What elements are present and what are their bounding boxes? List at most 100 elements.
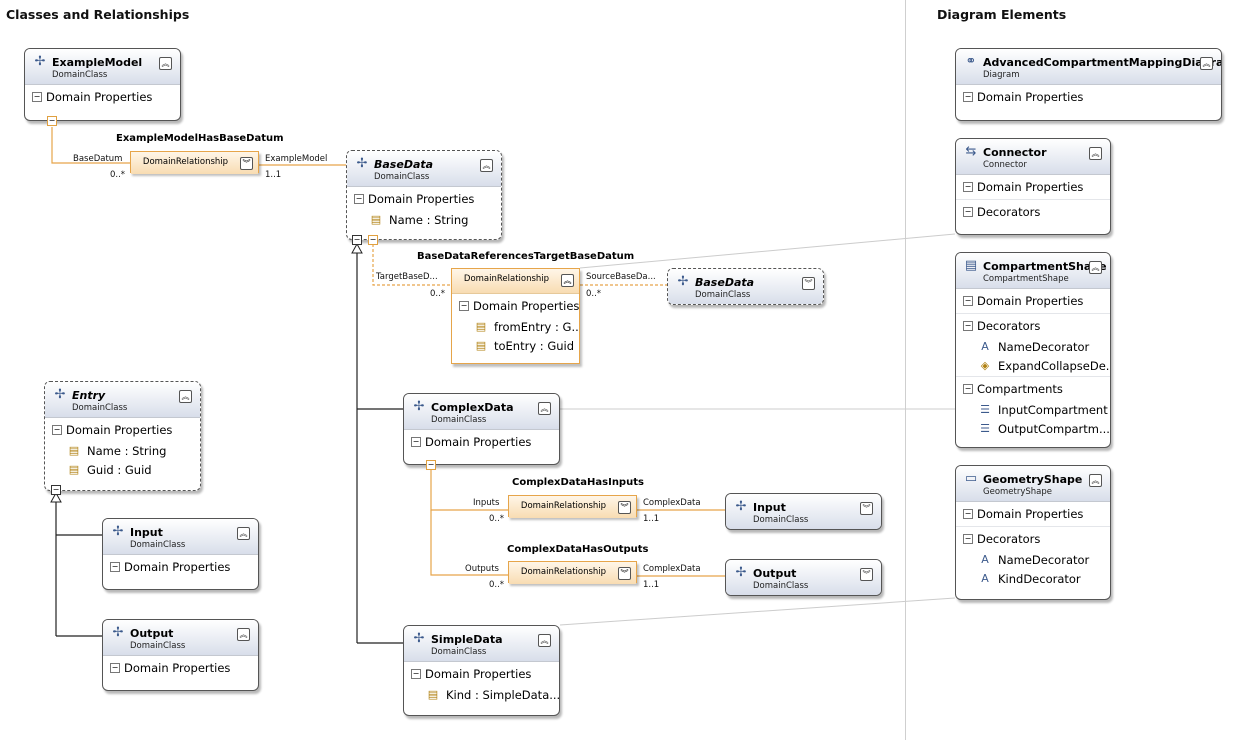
class-basedata-reference[interactable]: ✢ BaseData DomainClass ︾ <box>667 268 824 305</box>
collapse-toggle-icon[interactable]: − <box>459 301 469 311</box>
section-decorators[interactable]: −Decorators <box>956 527 1110 551</box>
collapse-chevron-icon[interactable]: ︽ <box>237 628 250 641</box>
class-examplemodel[interactable]: ✢ ExampleModel DomainClass ︽ −Domain Pro… <box>24 48 181 121</box>
section-decorators[interactable]: −Decorators <box>956 200 1110 224</box>
collapse-chevron-icon[interactable]: ︽ <box>538 634 551 647</box>
section-decorators[interactable]: −Decorators <box>956 314 1110 338</box>
class-simpledata[interactable]: ✢ SimpleData DomainClass ︽ −Domain Prope… <box>403 625 560 716</box>
section-domain-properties[interactable]: −Domain Properties <box>25 85 180 109</box>
collapse-chevron-icon[interactable]: ︽ <box>538 402 551 415</box>
property-item[interactable]: ▤Guid : Guid <box>45 461 200 480</box>
relationship-complexdatahasoutputs[interactable]: DomainRelationship︾ <box>508 561 637 584</box>
compartment-item[interactable]: ☰OutputCompartm... <box>956 420 1110 439</box>
collapse-chevron-icon[interactable]: ︽ <box>1200 57 1213 70</box>
collapse-toggle-icon[interactable]: − <box>963 321 973 331</box>
element-header[interactable]: ⚭ AdvancedCompartmentMappingDiagram Diag… <box>956 49 1221 85</box>
expand-chevron-icon[interactable]: ︾ <box>618 567 631 580</box>
collapse-chevron-icon[interactable]: ︽ <box>1089 261 1102 274</box>
class-entry[interactable]: ✢ Entry DomainClass ︽ −Domain Properties… <box>44 381 201 491</box>
section-domain-properties[interactable]: −Domain Properties <box>103 656 258 680</box>
port-examplemodel[interactable]: − <box>47 116 57 126</box>
class-header[interactable]: ✢ SimpleData DomainClass ︽ <box>404 626 559 662</box>
collapse-chevron-icon[interactable]: ︽ <box>179 390 192 403</box>
class-header[interactable]: ✢ ExampleModel DomainClass ︽ <box>25 49 180 85</box>
property-item[interactable]: ▤Kind : SimpleData... <box>404 686 559 705</box>
class-header[interactable]: ✢ ComplexData DomainClass ︽ <box>404 394 559 430</box>
compartment-item[interactable]: ☰InputCompartment <box>956 401 1110 420</box>
port-entry-inheritance[interactable]: − <box>51 485 61 495</box>
collapse-toggle-icon[interactable]: − <box>110 663 120 673</box>
property-item[interactable]: ▤fromEntry : G... <box>452 318 579 337</box>
collapse-toggle-icon[interactable]: − <box>963 509 973 519</box>
collapse-toggle-icon[interactable]: − <box>110 562 120 572</box>
relationship-examplemodelhasbasedatum[interactable]: DomainRelationship︾ <box>130 151 259 174</box>
element-header[interactable]: ▤ CompartmentShape CompartmentShape ︽ <box>956 253 1110 289</box>
collapse-chevron-icon[interactable]: ︽ <box>561 274 574 287</box>
collapse-toggle-icon[interactable]: − <box>963 182 973 192</box>
collapse-toggle-icon[interactable]: − <box>411 437 421 447</box>
section-domain-properties[interactable]: −Domain Properties <box>956 502 1110 527</box>
collapse-toggle-icon[interactable]: − <box>963 207 973 217</box>
element-header[interactable]: ⇆ Connector Connector ︽ <box>956 139 1110 175</box>
collapse-chevron-icon[interactable]: ︽ <box>480 159 493 172</box>
expand-chevron-icon[interactable]: ︾ <box>860 502 873 515</box>
diagram-element-compartmentshape[interactable]: ▤ CompartmentShape CompartmentShape ︽ −D… <box>955 252 1111 448</box>
collapse-toggle-icon[interactable]: − <box>411 669 421 679</box>
diagram-element-geometryshape[interactable]: ▭ GeometryShape GeometryShape ︽ −Domain … <box>955 465 1111 600</box>
element-header[interactable]: ▭ GeometryShape GeometryShape ︽ <box>956 466 1110 502</box>
expand-chevron-icon[interactable]: ︾ <box>860 568 873 581</box>
section-domain-properties[interactable]: −Domain Properties <box>452 294 579 318</box>
section-domain-properties[interactable]: −Domain Properties <box>404 430 559 454</box>
section-domain-properties[interactable]: −Domain Properties <box>103 555 258 579</box>
port-basedata-relationship[interactable]: − <box>368 235 378 245</box>
port-complexdata[interactable]: − <box>426 460 436 470</box>
class-basedata[interactable]: ✢ BaseData DomainClass ︽ −Domain Propert… <box>346 150 502 240</box>
diagram-element-diagram[interactable]: ⚭ AdvancedCompartmentMappingDiagram Diag… <box>955 48 1222 121</box>
class-complexdata[interactable]: ✢ ComplexData DomainClass ︽ −Domain Prop… <box>403 393 560 465</box>
collapse-toggle-icon[interactable]: − <box>354 194 364 204</box>
collapse-toggle-icon[interactable]: − <box>32 92 42 102</box>
collapse-toggle-icon[interactable]: − <box>963 384 973 394</box>
section-domain-properties[interactable]: −Domain Properties <box>45 418 200 442</box>
section-compartments[interactable]: −Compartments <box>956 377 1110 401</box>
class-header[interactable]: ✢ Input DomainClass ︾ <box>726 494 881 529</box>
class-header[interactable]: ✢ Entry DomainClass ︽ <box>45 382 200 418</box>
property-item[interactable]: ▤toEntry : Guid <box>452 337 579 356</box>
expand-chevron-icon[interactable]: ︾ <box>618 501 631 514</box>
collapse-toggle-icon[interactable]: − <box>963 296 973 306</box>
collapse-chevron-icon[interactable]: ︽ <box>1089 474 1102 487</box>
decorator-item[interactable]: ◈ExpandCollapseDe... <box>956 357 1110 377</box>
class-header[interactable]: ✢ Input DomainClass ︽ <box>103 519 258 555</box>
class-input-reference[interactable]: ✢ Input DomainClass ︾ <box>725 493 882 530</box>
section-domain-properties[interactable]: −Domain Properties <box>956 289 1110 314</box>
class-header[interactable]: ✢ BaseData DomainClass ︾ <box>668 269 823 304</box>
collapse-toggle-icon[interactable]: − <box>963 92 973 102</box>
collapse-chevron-icon[interactable]: ︽ <box>237 527 250 540</box>
expand-chevron-icon[interactable]: ︾ <box>240 157 253 170</box>
property-item[interactable]: ▤Name : String <box>347 211 501 230</box>
diagram-element-connector[interactable]: ⇆ Connector Connector ︽ −Domain Properti… <box>955 138 1111 235</box>
section-domain-properties[interactable]: −Domain Properties <box>347 187 501 211</box>
section-label: Decorators <box>977 532 1041 546</box>
port-basedata-inheritance[interactable]: − <box>352 235 362 245</box>
class-input[interactable]: ✢ Input DomainClass ︽ −Domain Properties <box>102 518 259 590</box>
section-domain-properties[interactable]: −Domain Properties <box>404 662 559 686</box>
class-header[interactable]: ✢ Output DomainClass ︾ <box>726 560 881 595</box>
relationship-complexdatahasinputs[interactable]: DomainRelationship︾ <box>508 495 637 518</box>
collapse-toggle-icon[interactable]: − <box>963 534 973 544</box>
property-item[interactable]: ▤Name : String <box>45 442 200 461</box>
relationship-basedatareferences[interactable]: DomainRelationship︽ −Domain Properties ▤… <box>451 268 580 364</box>
expand-chevron-icon[interactable]: ︾ <box>802 277 815 290</box>
section-domain-properties[interactable]: −Domain Properties <box>956 85 1221 109</box>
collapse-toggle-icon[interactable]: − <box>52 425 62 435</box>
section-domain-properties[interactable]: −Domain Properties <box>956 175 1110 200</box>
class-header[interactable]: ✢ Output DomainClass ︽ <box>103 620 258 656</box>
class-output[interactable]: ✢ Output DomainClass ︽ −Domain Propertie… <box>102 619 259 691</box>
class-output-reference[interactable]: ✢ Output DomainClass ︾ <box>725 559 882 596</box>
collapse-chevron-icon[interactable]: ︽ <box>1089 147 1102 160</box>
class-header[interactable]: ✢ BaseData DomainClass ︽ <box>347 151 501 187</box>
collapse-chevron-icon[interactable]: ︽ <box>159 57 172 70</box>
